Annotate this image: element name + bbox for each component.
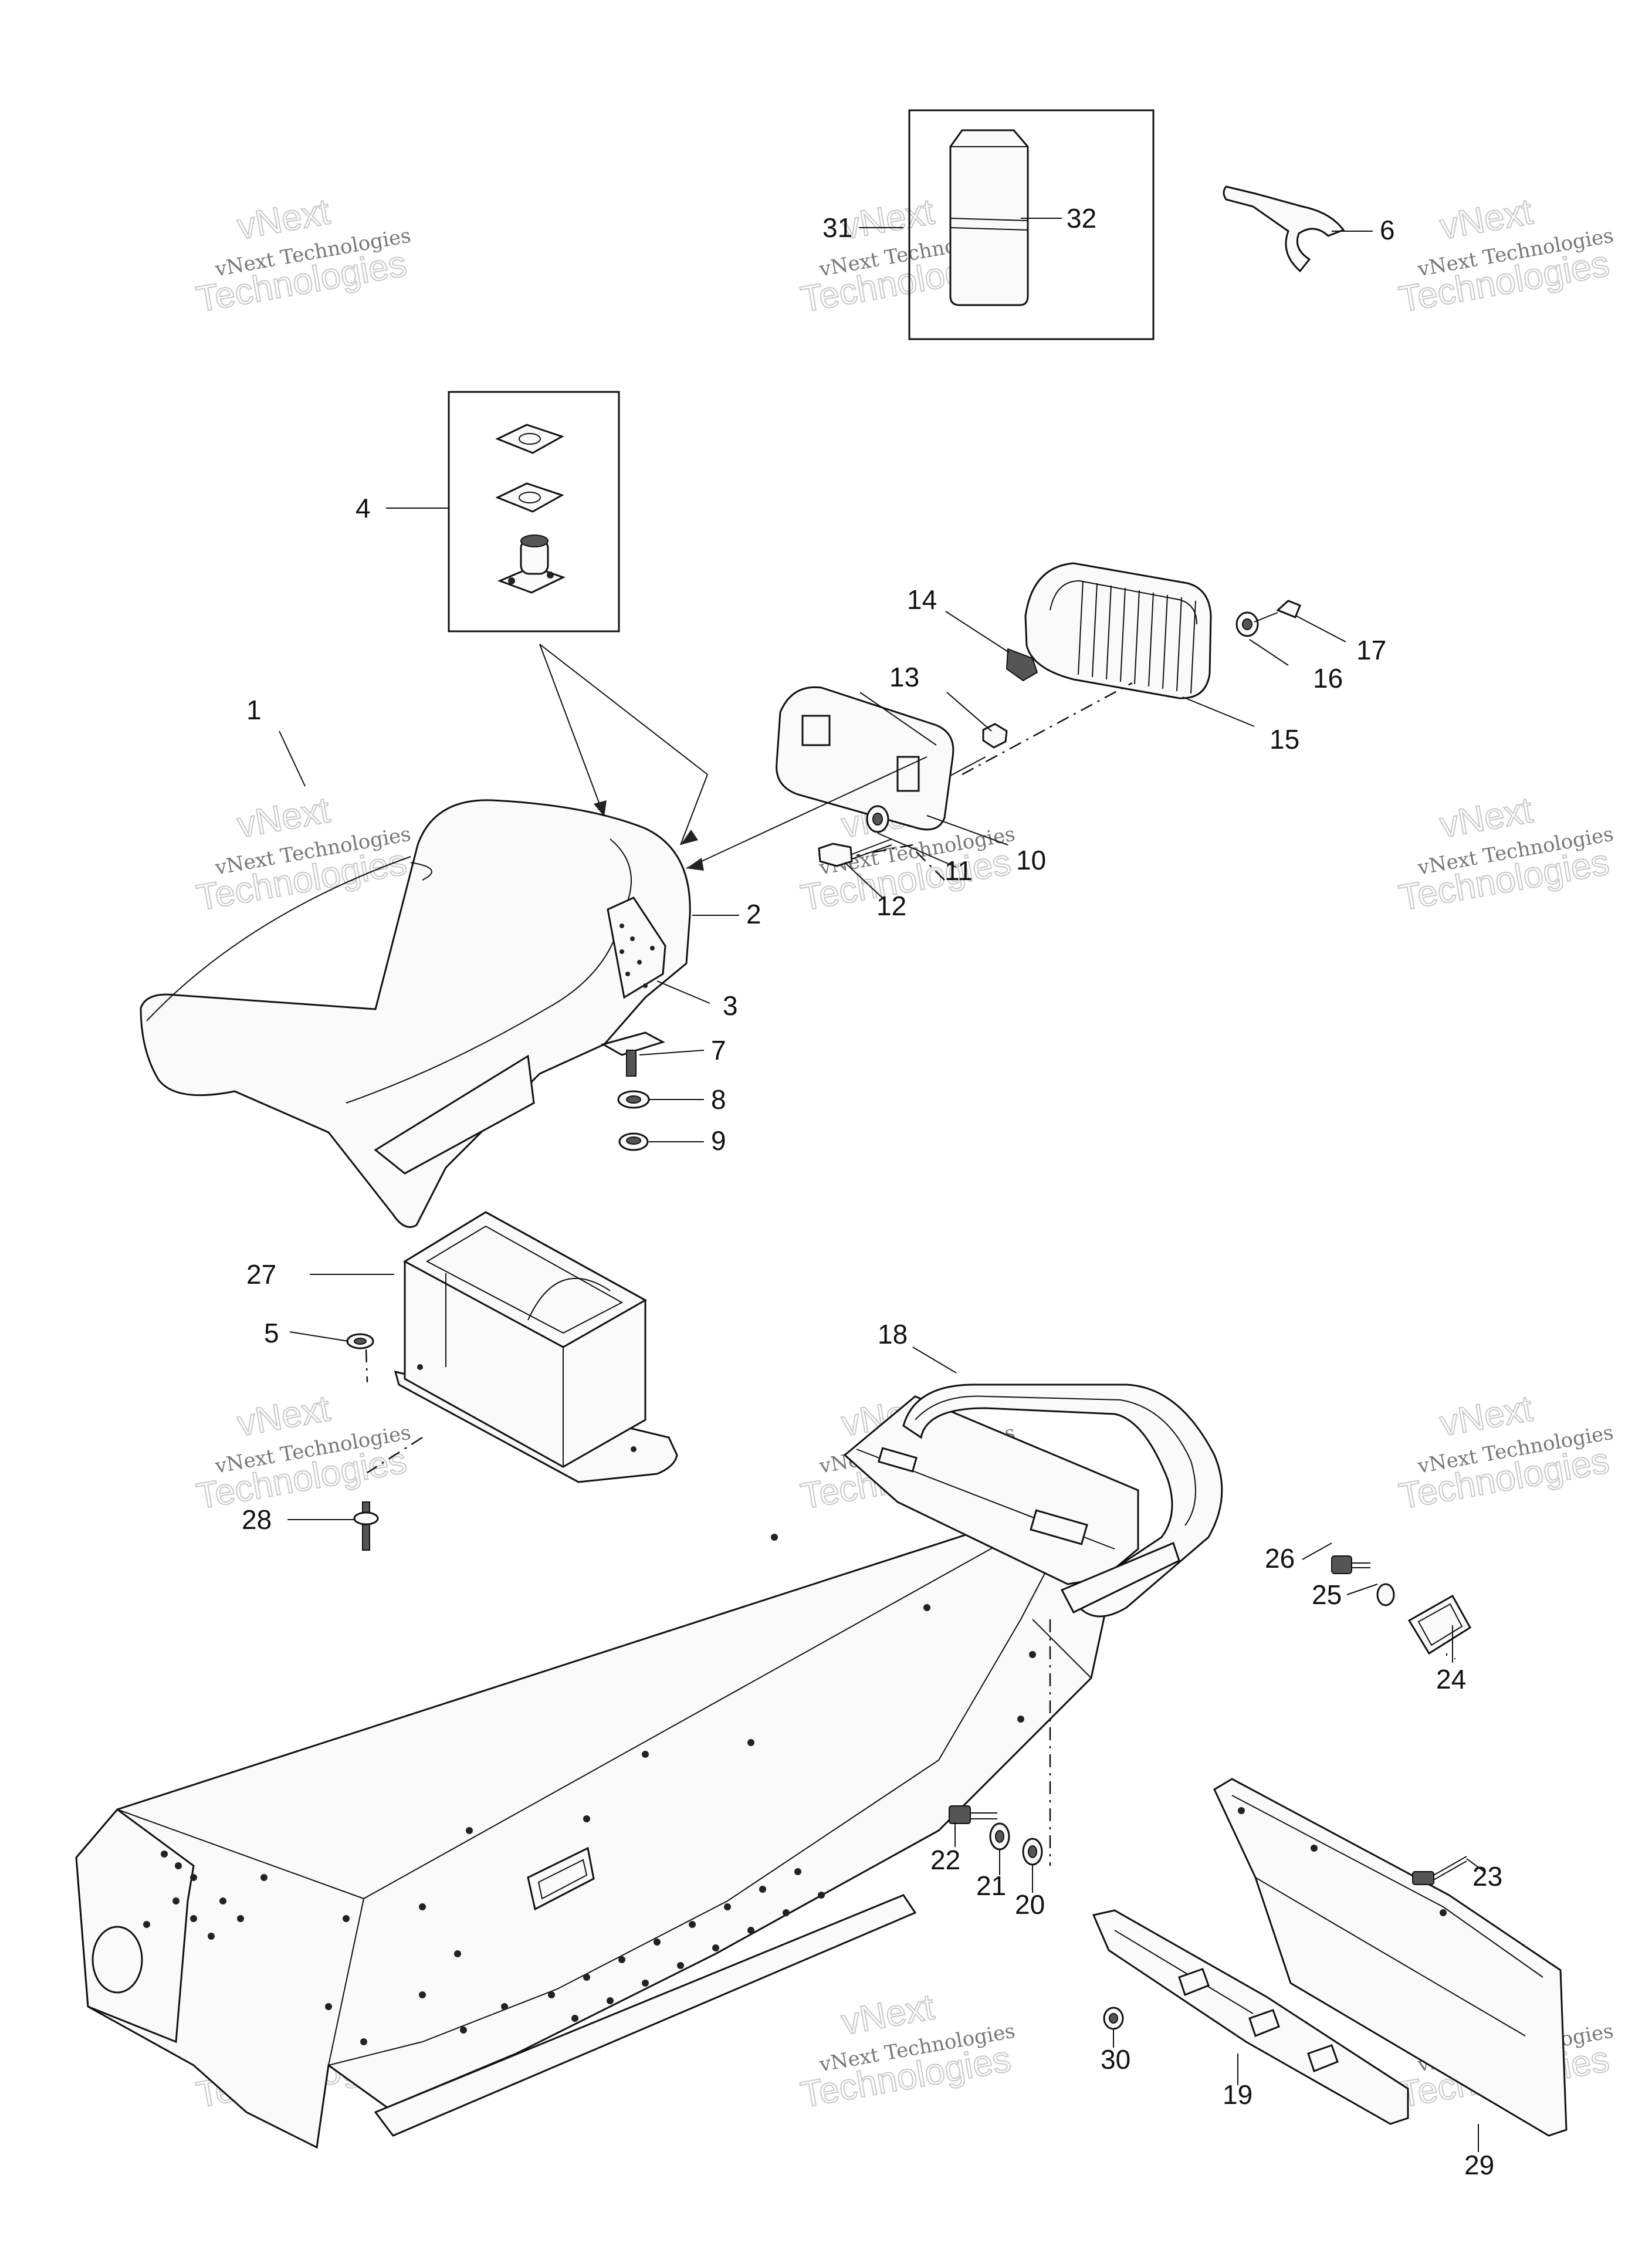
callout-26: 26 xyxy=(1265,1543,1295,1574)
detail-box-latch xyxy=(448,391,620,632)
storage-tray xyxy=(394,1211,678,1483)
callout-21: 21 xyxy=(976,1870,1006,1901)
callout-1: 1 xyxy=(246,695,262,725)
svg-text:vNext: vNext xyxy=(1437,191,1535,247)
callout-16: 16 xyxy=(1313,663,1343,694)
seat-hardware xyxy=(601,1031,665,1151)
callout-19: 19 xyxy=(1223,2079,1252,2110)
svg-text:vNext: vNext xyxy=(1437,1388,1535,1444)
rear-tunnel xyxy=(75,1395,1139,2149)
svg-text:vNext: vNext xyxy=(234,1388,333,1444)
seat-rivets xyxy=(620,923,655,988)
callout-3: 3 xyxy=(723,990,738,1021)
taillight-lens xyxy=(1024,562,1212,699)
callout-4: 4 xyxy=(356,493,371,523)
callout-13: 13 xyxy=(889,662,919,692)
callout-7: 7 xyxy=(711,1035,726,1065)
spanner-wrench xyxy=(1223,185,1345,273)
callout-31: 31 xyxy=(822,212,852,243)
svg-text:vNext: vNext xyxy=(838,191,937,247)
lens-ribs xyxy=(1078,580,1196,694)
callout-10: 10 xyxy=(1016,845,1046,875)
watermark-3: vNext vNext Technologies Technologies xyxy=(1396,191,1616,320)
callout-20: 20 xyxy=(1015,1889,1045,1920)
reflector xyxy=(1331,1555,1472,1655)
callout-24: 24 xyxy=(1436,1664,1466,1694)
callout-5: 5 xyxy=(264,1318,279,1348)
callout-17: 17 xyxy=(1356,635,1386,665)
callout-6: 6 xyxy=(1380,215,1395,245)
taillight-housing xyxy=(776,686,954,831)
callout-15: 15 xyxy=(1270,724,1299,755)
callout-8: 8 xyxy=(711,1084,726,1115)
watermark-11: vNext vNext Technologies Technologies xyxy=(797,1986,1017,2116)
watermark-9: vNext vNext Technologies Technologies xyxy=(1396,1388,1616,1517)
callout-14: 14 xyxy=(907,584,937,615)
grab-handle xyxy=(902,1383,1223,1618)
callout-25: 25 xyxy=(1312,1579,1342,1610)
callout-23: 23 xyxy=(1472,1861,1502,1892)
seat xyxy=(140,799,691,1228)
svg-text:vNext: vNext xyxy=(1437,790,1535,845)
watermark-6: vNext vNext Technologies Technologies xyxy=(1396,789,1616,919)
svg-text:vNext: vNext xyxy=(234,790,333,845)
detail-box-seat-cover xyxy=(908,109,1155,340)
callout-30: 30 xyxy=(1101,2044,1130,2075)
latch-arrows xyxy=(539,644,708,845)
callout-27: 27 xyxy=(246,1259,276,1290)
callout-2: 2 xyxy=(746,899,761,929)
svg-text:vNext: vNext xyxy=(838,1987,937,2042)
callout-22: 22 xyxy=(930,1845,960,1875)
leader-lines xyxy=(279,218,1485,2152)
watermark-4: vNext vNext Technologies Technologies xyxy=(193,789,413,919)
callout-11: 11 xyxy=(945,855,973,886)
callout-18: 18 xyxy=(878,1319,908,1349)
watermark-1: vNext vNext Technologies Technologies xyxy=(193,191,413,320)
tunnel-perforations xyxy=(143,1534,1036,2045)
callout-labels: 1 2 3 4 5 6 7 8 9 10 11 12 13 14 15 16 1… xyxy=(242,203,1502,2180)
callout-9: 9 xyxy=(711,1125,726,1156)
callout-12: 12 xyxy=(876,891,906,921)
callout-29: 29 xyxy=(1464,2150,1494,2180)
snow-flap xyxy=(1213,1778,1568,2137)
assembly-lines-taillight xyxy=(686,682,1133,881)
svg-text:vNext: vNext xyxy=(234,191,333,247)
flap-backing xyxy=(1092,1909,1409,2125)
callout-32: 32 xyxy=(1067,203,1096,234)
handle-hardware xyxy=(949,1619,1051,1866)
callout-28: 28 xyxy=(242,1504,272,1535)
taillight-hardware xyxy=(818,600,1301,867)
watermark-7: vNext vNext Technologies Technologies xyxy=(193,1388,413,1517)
